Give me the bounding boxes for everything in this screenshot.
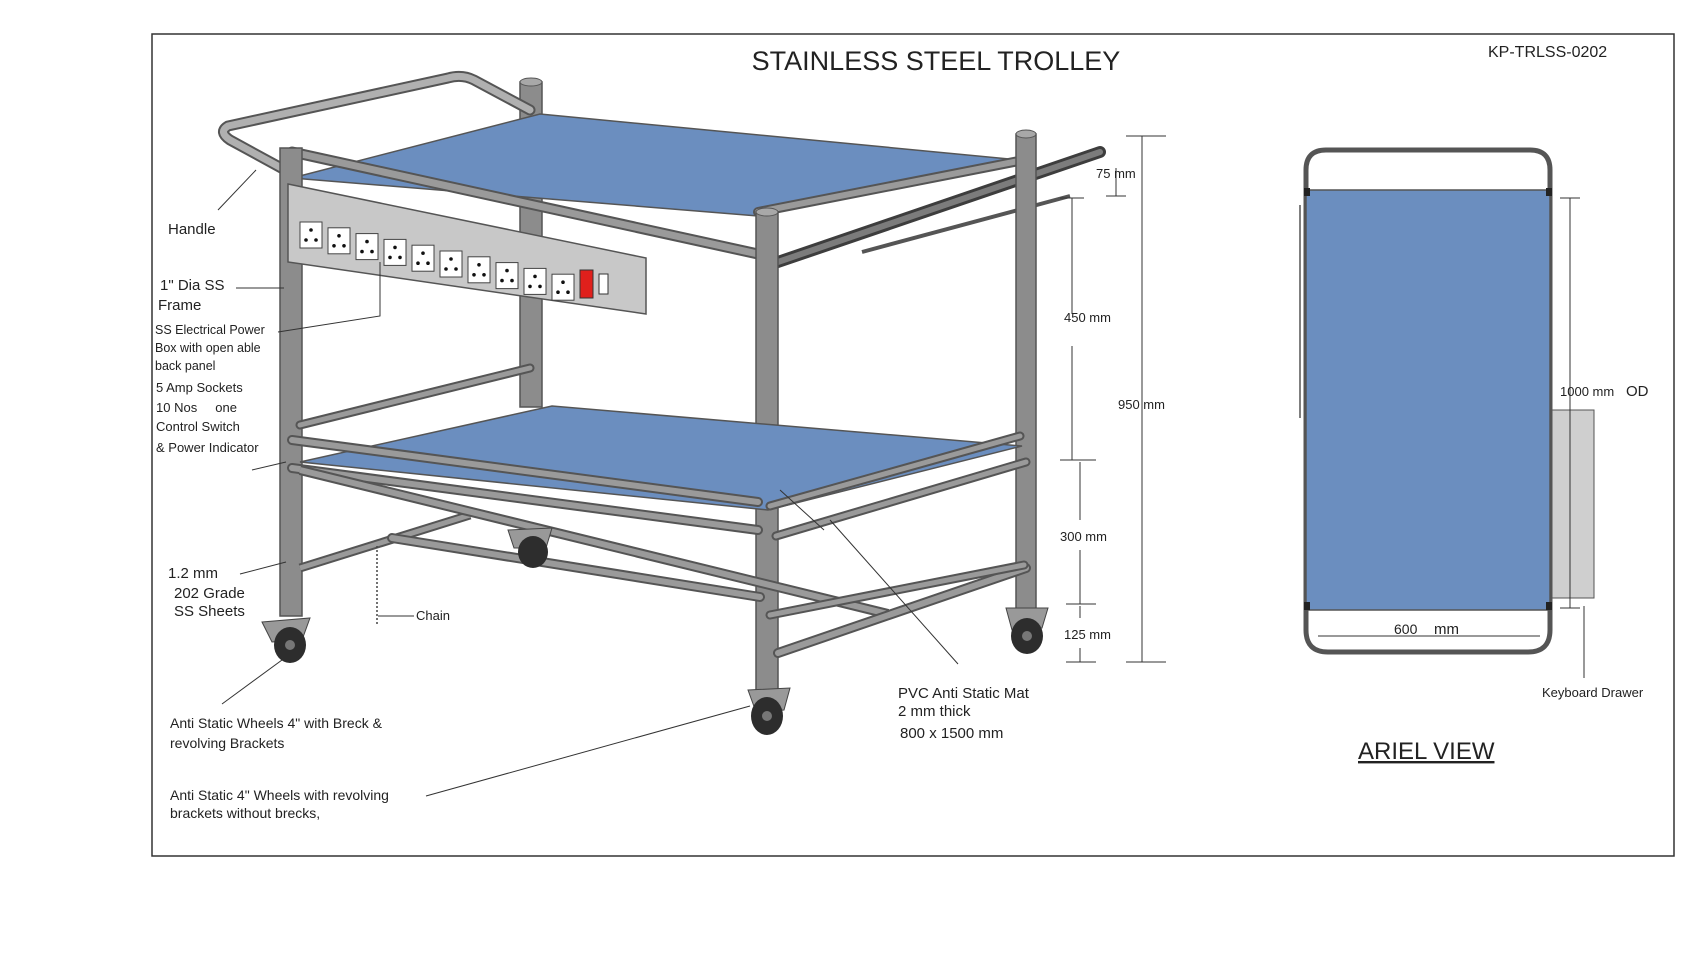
label-sockets-2: 10 Nos one xyxy=(156,400,237,415)
drawing-code: KP-TRLSS-0202 xyxy=(1488,44,1607,61)
socket-pin xyxy=(482,273,486,277)
socket-pin xyxy=(477,263,481,267)
power-indicator xyxy=(598,273,609,295)
label-handle: Handle xyxy=(168,221,216,238)
socket-outlet xyxy=(411,244,435,272)
socket-outlet xyxy=(523,267,547,295)
wheel-front-right xyxy=(747,687,791,735)
socket-pin xyxy=(309,228,313,232)
socket-pin xyxy=(398,255,402,260)
socket-pin xyxy=(556,290,560,295)
socket-pin xyxy=(510,278,514,283)
label-sheet-2: 202 Grade xyxy=(174,585,245,602)
label-mat-1: PVC Anti Static Mat xyxy=(898,685,1030,702)
socket-pin xyxy=(528,284,532,289)
back-right-post-2 xyxy=(1015,133,1037,613)
socket-outlet xyxy=(355,233,379,261)
aerial-height-suffix: OD xyxy=(1626,383,1649,400)
socket-pin xyxy=(449,257,453,261)
dim-300: 300 mm xyxy=(1060,529,1107,544)
label-sheet-1: 1.2 mm xyxy=(168,565,218,582)
aerial-view: 1000 mm OD 600 mm Keyboard Drawer ARIEL … xyxy=(1299,147,1649,765)
aerial-shelf xyxy=(1305,189,1551,611)
aerial-view-title: ARIEL VIEW xyxy=(1358,738,1495,765)
label-sockets-4: & Power Indicator xyxy=(156,440,259,455)
socket-pin xyxy=(416,261,420,266)
socket-pin xyxy=(566,290,570,295)
socket-pin xyxy=(505,268,509,273)
dim-75: 75 mm xyxy=(1096,166,1136,181)
socket-pin xyxy=(454,267,458,271)
label-sockets-3: Control Switch xyxy=(156,419,240,434)
socket-pin xyxy=(337,234,341,238)
aerial-width-label: 600 xyxy=(1394,621,1418,637)
socket-pin xyxy=(538,284,542,289)
socket-pin xyxy=(393,245,397,250)
trolley-perspective xyxy=(218,70,1106,735)
socket-pin xyxy=(360,249,364,254)
front-left-post xyxy=(279,147,303,617)
socket-pin xyxy=(342,244,346,248)
socket-pin xyxy=(444,267,448,271)
wheel-back-right xyxy=(1005,607,1049,654)
socket-outlet xyxy=(383,238,407,266)
socket-pin xyxy=(426,261,430,266)
socket-pin xyxy=(388,255,392,260)
leader-lines xyxy=(217,169,959,797)
drawing-border xyxy=(151,33,1675,857)
label-wheels-brake-2: revolving Brackets xyxy=(170,735,284,751)
back-right-post-cap xyxy=(519,77,543,87)
socket-outlet xyxy=(327,227,351,255)
label-power-1: SS Electrical Power xyxy=(155,323,265,337)
socket-pin xyxy=(472,273,476,277)
label-wheels-free-2: brackets without brecks, xyxy=(170,805,320,821)
dim-450: 450 mm xyxy=(1064,310,1111,325)
socket-pin xyxy=(304,238,308,242)
label-wheels-free-1: Anti Static 4" Wheels with revolving xyxy=(170,787,389,803)
wheel-back-left xyxy=(507,527,553,568)
socket-pin xyxy=(365,239,369,244)
label-power-3: back panel xyxy=(155,359,215,373)
dimension-lines xyxy=(1060,135,1166,663)
label-sockets-1: 5 Amp Sockets xyxy=(156,380,243,395)
label-frame-2: Frame xyxy=(158,297,201,314)
socket-pin xyxy=(332,244,336,248)
label-frame-1: 1" Dia SS xyxy=(160,277,225,294)
label-power-2: Box with open able xyxy=(155,341,261,355)
socket-pin xyxy=(561,280,565,285)
aerial-height-label: 1000 mm xyxy=(1560,384,1614,399)
socket-outlet xyxy=(495,262,519,290)
socket-pin xyxy=(500,278,504,283)
socket-outlet xyxy=(299,221,323,249)
label-wheels-brake-1: Anti Static Wheels 4" with Breck & xyxy=(170,715,383,731)
socket-pin xyxy=(533,274,537,279)
label-sheet-3: SS Sheets xyxy=(174,603,245,620)
socket-outlet xyxy=(551,273,575,301)
socket-outlet xyxy=(439,250,463,278)
socket-row xyxy=(299,221,575,301)
top-shelf-mat xyxy=(291,113,1021,217)
aerial-width-unit: mm xyxy=(1434,621,1459,638)
wheel-front-left xyxy=(261,617,311,663)
label-mat-3: 800 x 1500 mm xyxy=(900,725,1003,742)
label-chain: Chain xyxy=(416,608,450,623)
socket-outlet xyxy=(467,256,491,284)
socket-pin xyxy=(421,251,425,255)
control-switch xyxy=(579,269,594,299)
socket-pin xyxy=(370,249,374,254)
label-mat-2: 2 mm thick xyxy=(898,703,971,720)
dim-950: 950 mm xyxy=(1118,397,1165,412)
socket-pin xyxy=(314,238,318,242)
aerial-drawer-label: Keyboard Drawer xyxy=(1542,685,1644,700)
drawing-title: STAINLESS STEEL TROLLEY xyxy=(752,46,1121,76)
dim-125: 125 mm xyxy=(1064,627,1111,642)
